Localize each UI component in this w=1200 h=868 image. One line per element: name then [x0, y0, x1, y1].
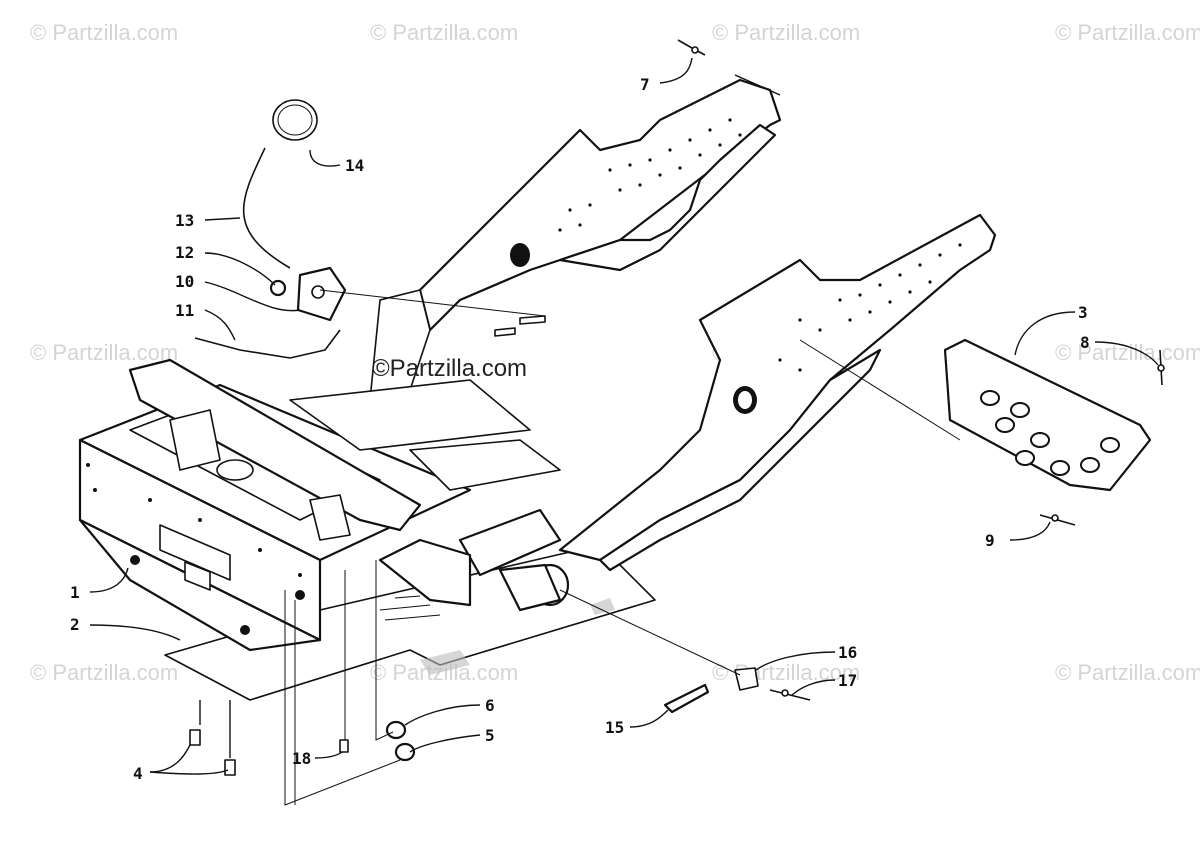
watermark: © Partzilla.com	[30, 340, 178, 365]
callout-9[interactable]: 9	[985, 531, 995, 550]
callout-4[interactable]: 4	[133, 764, 143, 783]
front-bulkhead	[78, 358, 570, 652]
rivets	[558, 118, 962, 372]
watermark: © Partzilla.com	[1055, 20, 1200, 45]
callout-5[interactable]: 5	[485, 726, 495, 745]
watermark: © Partzilla.com	[1055, 340, 1200, 365]
callout-12[interactable]: 12	[175, 243, 194, 262]
watermark: © Partzilla.com	[370, 20, 518, 45]
callout-14[interactable]: 14	[345, 156, 364, 175]
callout-15[interactable]: 15	[605, 718, 624, 737]
center-watermark: ©Partzilla.com	[372, 355, 527, 382]
watermark: © Partzilla.com	[1055, 660, 1200, 685]
watermark: © Partzilla.com	[712, 20, 860, 45]
callout-10[interactable]: 10	[175, 272, 194, 291]
callout-2[interactable]: 2	[70, 615, 80, 634]
callout-7[interactable]: 7	[640, 75, 650, 94]
callout-8[interactable]: 8	[1080, 333, 1090, 352]
callout-6[interactable]: 6	[485, 696, 495, 715]
leader-lines	[89, 57, 1159, 806]
watermark: © Partzilla.com	[30, 660, 178, 685]
tunnel-rails	[369, 78, 997, 572]
callouts: 7 14 13 12 10 11 3 8 9 1 2 4 18 6 5 15 1…	[70, 75, 1090, 783]
callout-11[interactable]: 11	[175, 301, 194, 320]
callout-16[interactable]: 16	[838, 643, 857, 662]
callout-1[interactable]: 1	[70, 583, 80, 602]
small-parts	[189, 39, 1165, 776]
callout-13[interactable]: 13	[175, 211, 194, 230]
watermark: © Partzilla.com	[30, 20, 178, 45]
callout-18[interactable]: 18	[292, 749, 311, 768]
callout-17[interactable]: 17	[838, 671, 857, 690]
callout-3[interactable]: 3	[1078, 303, 1088, 322]
